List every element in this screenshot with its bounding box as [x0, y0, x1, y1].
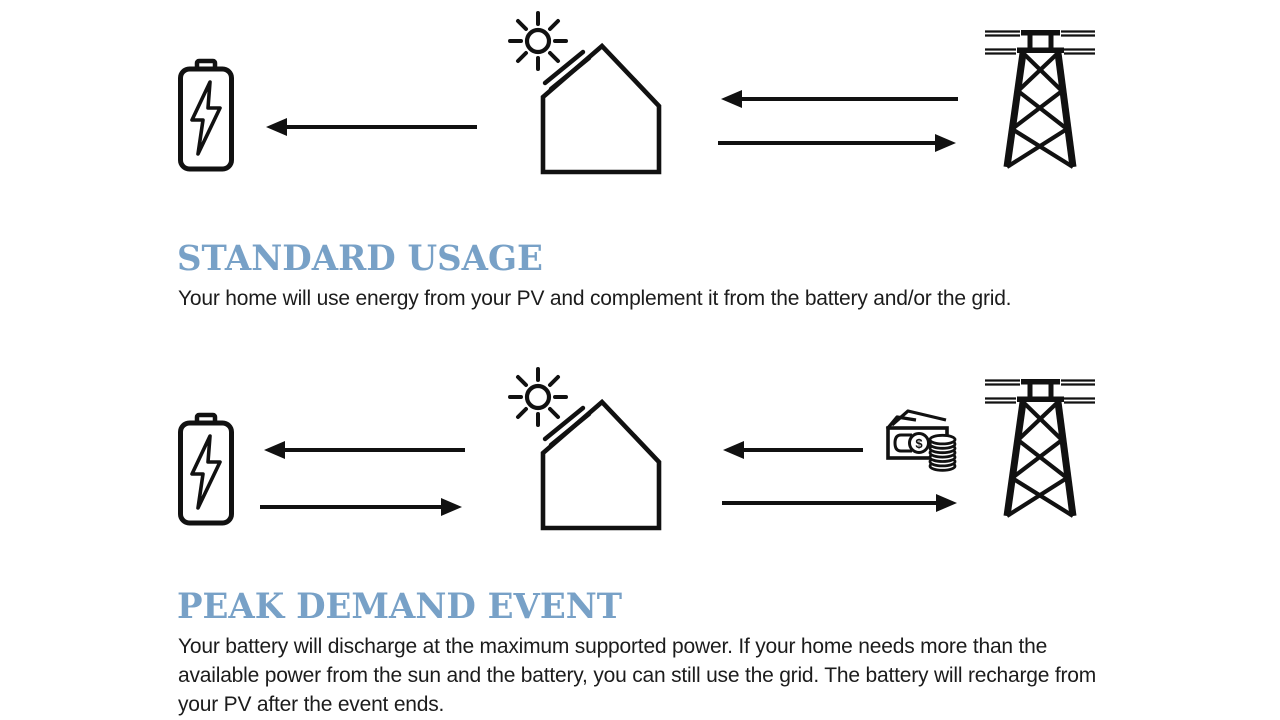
section-description: Your home will use energy from your PV a…: [178, 287, 1012, 310]
section-heading: STANDARD USAGE: [177, 238, 543, 280]
battery-icon: [178, 412, 234, 526]
solar-panel-icon: [542, 405, 592, 448]
grid-tower-icon: [985, 30, 1095, 169]
house-icon: [540, 398, 662, 531]
arrow-pv-to-battery: [264, 441, 465, 459]
tower-leg-left: [1003, 52, 1027, 168]
house-icon: [540, 42, 662, 175]
tower-crossarm-bottom: [1017, 47, 1064, 53]
tower-braces: [1005, 400, 1075, 518]
tower-crossarm-bottom: [1017, 396, 1064, 402]
battery-body: [178, 420, 234, 526]
section-heading: PEAK DEMAND EVENT: [177, 586, 623, 628]
tower-braces: [1005, 51, 1075, 169]
power-lines-icon: [985, 30, 1095, 55]
bill-fan-icon: [885, 409, 947, 431]
arrow-grid-to-home: [721, 90, 958, 108]
dollar-sign: $: [915, 436, 923, 451]
dollar-coin-icon: [908, 432, 930, 454]
tower-leg-right: [1054, 401, 1077, 517]
tower-leg-right: [1054, 52, 1077, 168]
house-with-solar-icon: [508, 11, 662, 175]
section-description: Your battery will discharge at the maxim…: [178, 635, 1097, 716]
sun-icon: [508, 367, 568, 427]
power-lines-icon: [985, 379, 1095, 404]
house-with-solar-icon: [508, 367, 662, 531]
arrow-battery-to-home: [260, 498, 462, 516]
battery-body: [178, 66, 234, 172]
sun-icon: [508, 11, 568, 71]
arrow-grid-to-home: [723, 441, 863, 459]
lightning-bolt-icon: [190, 434, 222, 510]
tower-crossarm-top: [1021, 379, 1060, 385]
lightning-bolt-icon: [190, 80, 222, 156]
banknote-oval: [893, 433, 912, 453]
arrow-home-to-grid: [722, 494, 957, 512]
arrow-pv-to-battery: [266, 118, 477, 136]
solar-panel-icon: [542, 49, 592, 92]
battery-icon: [178, 58, 234, 172]
grid-tower-icon: [985, 379, 1095, 518]
coin-stack-icon: [928, 433, 957, 472]
arrow-home-to-grid: [718, 134, 956, 152]
tower-leg-left: [1003, 401, 1027, 517]
tower-crossarm-top: [1021, 30, 1060, 36]
money-icon: $: [885, 409, 957, 472]
